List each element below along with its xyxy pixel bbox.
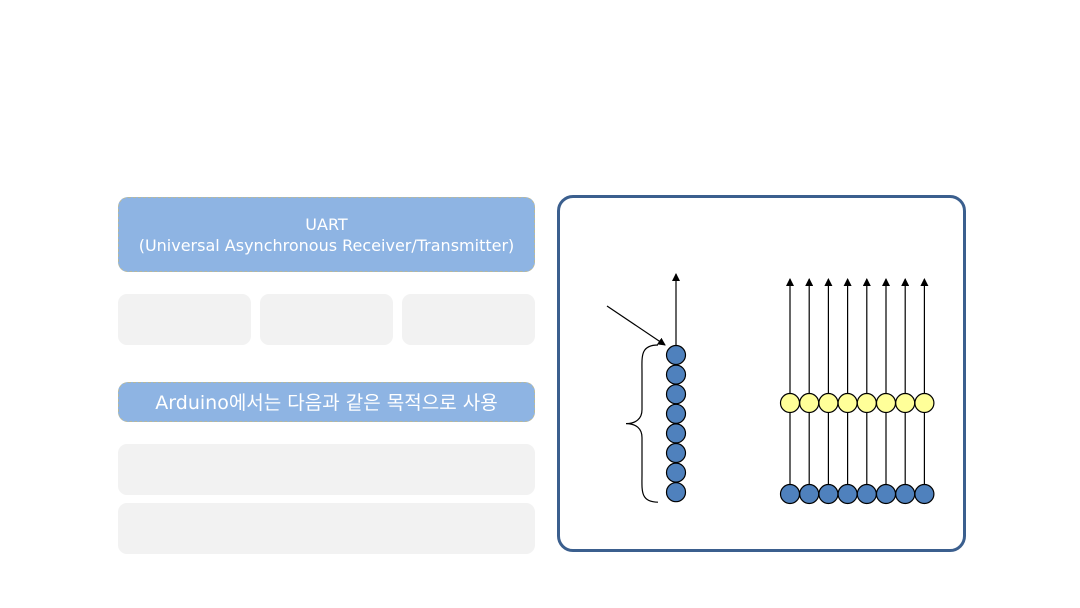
parallel-bit-bottom: [799, 483, 820, 505]
placeholder-box-5: [118, 503, 535, 554]
parallel-bit-bottom: [875, 483, 897, 505]
placeholder-box-1: [118, 294, 251, 345]
uart-title-banner: UART (Universal Asynchronous Receiver/Tr…: [118, 197, 535, 272]
parallel-bit-bottom: [914, 483, 935, 505]
parallel-bit-top: [779, 392, 801, 414]
parallel-bit-top: [914, 392, 935, 414]
uart-title: UART: [305, 215, 348, 234]
parallel-bit-top: [837, 392, 858, 414]
serial-bit: [665, 423, 687, 444]
placeholder-box-3: [402, 294, 535, 345]
parallel-bit-top: [818, 392, 839, 414]
serial-bit: [665, 344, 687, 366]
serial-bit: [665, 482, 687, 503]
parallel-bit-bottom: [818, 483, 839, 505]
parallel-bit-bottom: [895, 483, 916, 505]
parallel-bit-top: [856, 392, 877, 414]
serial-bit: [665, 462, 687, 483]
arduino-usage-text: Arduino에서는 다음과 같은 목적으로 사용: [155, 392, 498, 414]
parallel-bit-top: [875, 392, 897, 414]
serial-bit: [665, 442, 687, 464]
parallel-transmission: [779, 278, 935, 505]
serial-bit: [665, 384, 687, 405]
placeholder-box-2: [260, 294, 393, 345]
parallel-bit-top: [799, 392, 820, 414]
parallel-bit-bottom: [856, 483, 877, 505]
arduino-usage-banner: Arduino에서는 다음과 같은 목적으로 사용: [118, 382, 535, 422]
serial-transmission: [606, 273, 687, 503]
serial-bit: [665, 364, 687, 385]
uart-subtitle: (Universal Asynchronous Receiver/Transmi…: [138, 236, 515, 255]
serial-brace: [625, 344, 659, 503]
placeholder-box-4: [118, 444, 535, 495]
parallel-bit-top: [895, 392, 916, 414]
parallel-bit-bottom: [837, 483, 858, 505]
parallel-bit-bottom: [779, 483, 801, 505]
serial-bit: [665, 403, 687, 424]
serial-pointer-arrow: [606, 305, 666, 346]
